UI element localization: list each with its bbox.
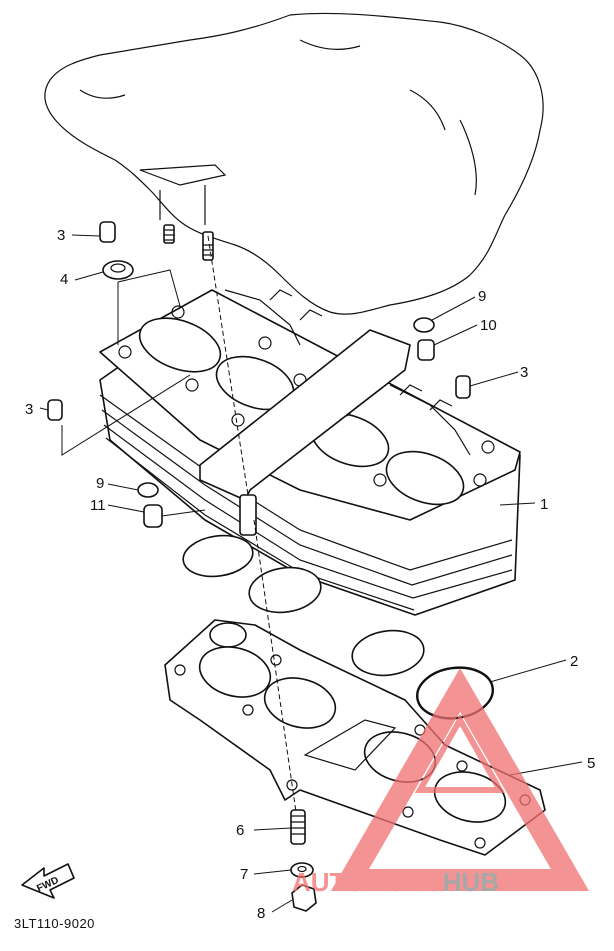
- watermark-logo: AUTOMOTOHUB: [292, 668, 590, 897]
- crankcase-outline: [44, 12, 544, 315]
- callout-3-left: 3: [25, 401, 33, 418]
- nut-8: [291, 884, 317, 912]
- oring-4: [102, 260, 134, 280]
- centerline-lower: [253, 519, 297, 813]
- callout-9-left: 9: [96, 475, 104, 492]
- callout-6: 6: [236, 822, 244, 839]
- washer-9-right: [413, 317, 435, 333]
- plug-11: [143, 504, 163, 528]
- watermark-text-auto: AUTO: [292, 867, 365, 897]
- stud-6: [290, 809, 306, 845]
- watermark-text-hub: HUB: [443, 867, 499, 897]
- part-code: 3LT110-9020: [14, 916, 95, 931]
- washer-9-left: [137, 482, 159, 498]
- fwd-arrow-icon: FWD: [21, 863, 75, 899]
- svg-text:AUTOMOTOHUB: AUTOMOTOHUB: [292, 867, 499, 897]
- cylinder-block: [99, 289, 521, 616]
- callout-leaders: [39, 234, 583, 913]
- callout-4: 4: [60, 271, 68, 288]
- callout-7: 7: [240, 866, 248, 883]
- callout-2: 2: [570, 653, 578, 670]
- callout-8: 8: [257, 905, 265, 922]
- callout-5: 5: [587, 755, 595, 772]
- crankcase-studs: [163, 224, 214, 261]
- dowel-pin-right: [455, 375, 471, 399]
- bracket-lines: [61, 269, 206, 517]
- dowel-pin-left: [47, 399, 63, 421]
- dowel-pin-upper: [99, 221, 116, 243]
- callout-11: 11: [90, 497, 106, 514]
- callout-3-right: 3: [520, 364, 528, 381]
- centerline-upper: [207, 235, 249, 496]
- watermark-triangle-icon: [330, 668, 590, 891]
- callout-1: 1: [540, 496, 548, 513]
- callout-10: 10: [480, 317, 497, 334]
- plug-10: [417, 339, 435, 361]
- base-gasket: [164, 619, 546, 856]
- callout-9-right: 9: [478, 288, 486, 305]
- washer-7: [290, 862, 314, 878]
- callout-3-top: 3: [57, 227, 65, 244]
- watermark-text-moto: MOTO: [365, 867, 443, 897]
